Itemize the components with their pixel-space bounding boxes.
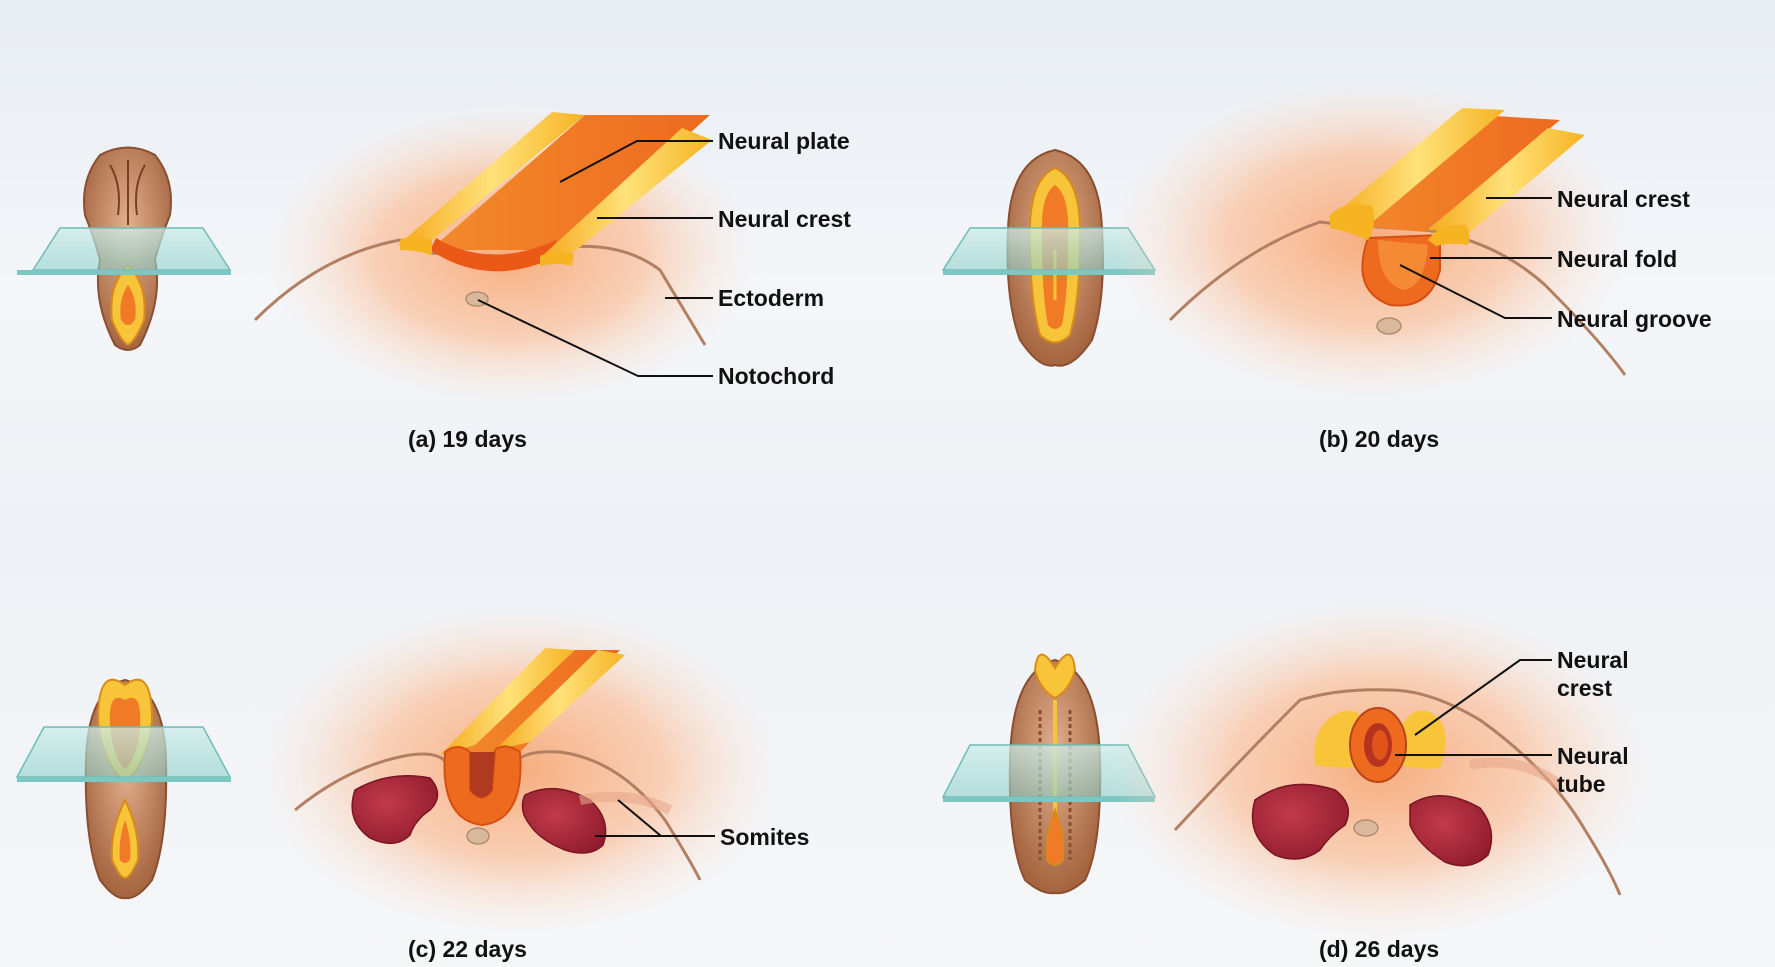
label-neural-tube-line1: Neural: [1557, 743, 1629, 769]
section-plane-c-icon: [17, 727, 231, 782]
label-somites: Somites: [720, 824, 809, 850]
caption-b: (b) 20 days: [1319, 426, 1439, 452]
label-notochord: Notochord: [718, 363, 834, 389]
cross-section-a: [255, 105, 755, 405]
panel-b: Neural crest Neural fold Neural groove (…: [943, 80, 1712, 452]
cross-section-b: [1110, 80, 1630, 400]
panel-c: Somites (c) 22 days: [17, 605, 809, 962]
cross-section-c: [260, 605, 780, 935]
notochord-d-icon: [1354, 820, 1378, 836]
label-ectoderm: Ectoderm: [718, 285, 824, 311]
panel-d: Neural crest Neural tube (d) 26 days: [943, 600, 1650, 962]
label-neural-groove: Neural groove: [1557, 306, 1712, 332]
label-neural-plate: Neural plate: [718, 128, 850, 154]
label-neural-tube-line2: tube: [1557, 771, 1606, 797]
notochord-c-icon: [467, 828, 489, 844]
notochord-b-icon: [1377, 318, 1401, 334]
label-neural-crest-d-line1: Neural: [1557, 647, 1629, 673]
caption-c: (c) 22 days: [408, 936, 527, 962]
embryo-c-icon: [86, 680, 166, 899]
label-neural-fold: Neural fold: [1557, 246, 1677, 272]
caption-d: (d) 26 days: [1319, 936, 1439, 962]
label-neural-crest-a: Neural crest: [718, 206, 851, 232]
caption-a: (a) 19 days: [408, 426, 527, 452]
section-plane-a-icon: [17, 228, 231, 275]
label-neural-crest-d-line2: crest: [1557, 675, 1612, 701]
panel-a: Neural plate Neural crest Ectoderm Notoc…: [17, 105, 851, 452]
label-neural-crest-b: Neural crest: [1557, 186, 1690, 212]
